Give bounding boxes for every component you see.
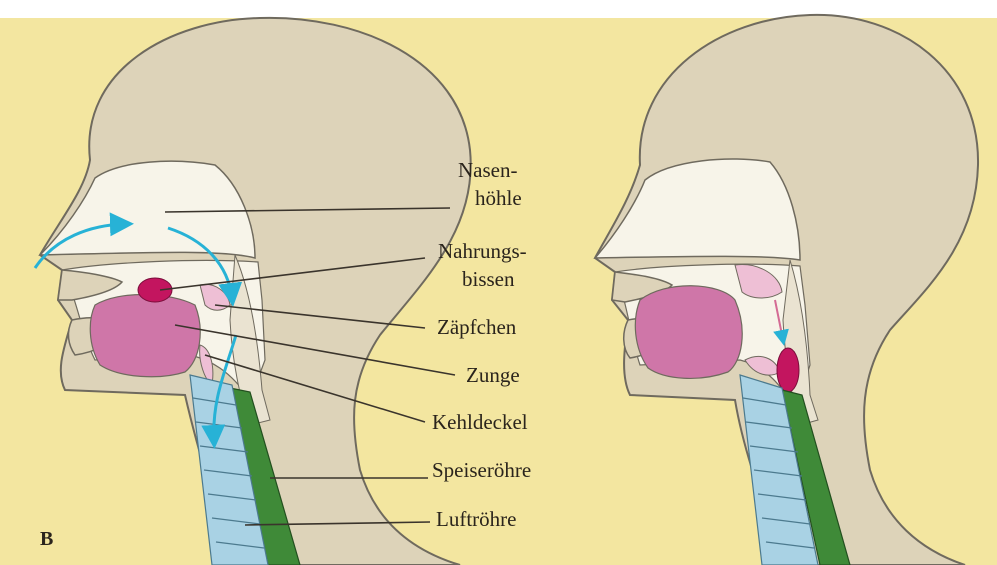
label-nahrungsbissen-line1: Nahrungs- <box>438 239 527 263</box>
right-tongue <box>635 286 742 379</box>
left-food-bolus <box>138 278 172 302</box>
label-zunge: Zunge <box>466 363 520 387</box>
top-white-strip <box>0 0 997 18</box>
label-nasenhoehle-line1: Nasen- <box>458 158 517 182</box>
label-speiseroehre: Speiseröhre <box>432 458 531 482</box>
label-kehldeckel: Kehldeckel <box>432 410 528 434</box>
label-zaepfchen: Zäpfchen <box>437 315 517 339</box>
label-luftroehre: Luftröhre <box>436 507 516 531</box>
label-nahrungsbissen-line2: bissen <box>462 267 515 291</box>
right-food-bolus <box>777 348 799 392</box>
panel-letter: B <box>40 528 53 550</box>
left-tongue <box>90 294 200 376</box>
label-nasenhoehle-line2: höhle <box>475 186 522 210</box>
